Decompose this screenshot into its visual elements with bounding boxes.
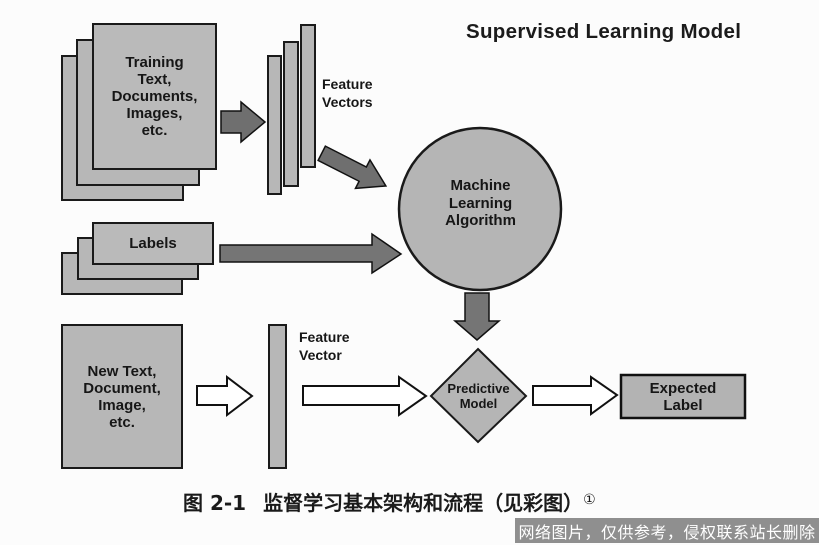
arrow-model-to-label bbox=[532, 375, 619, 416]
watermark-text: 网络图片，仅供参考，侵权联系站长删除 bbox=[518, 522, 816, 542]
labels-stack-label-text: Labels bbox=[129, 235, 177, 252]
arrow-vectors-to-algorithm bbox=[317, 145, 388, 190]
feature-vector-bar-left bbox=[267, 55, 282, 195]
predictive-model-label: Predictive Model bbox=[430, 370, 527, 422]
training-stack-page-front bbox=[92, 23, 217, 170]
ml-algorithm-label: Machine Learning Algorithm bbox=[445, 177, 516, 229]
new-input-label-text: New Text, Document, Image, etc. bbox=[83, 362, 161, 431]
labels-stack-label: Labels bbox=[93, 223, 213, 264]
feature-vector-bar-middle bbox=[283, 41, 299, 187]
figure-caption: 图 2-1 监督学习基本架构和流程（见彩图）① bbox=[183, 487, 596, 516]
expected-label-label-text: Expected Label bbox=[649, 379, 717, 414]
labels-stack-page-front bbox=[92, 222, 214, 265]
training-stack-label: Training Text, Documents, Images, etc. bbox=[93, 24, 216, 169]
arrow-labels-to-algorithm bbox=[219, 232, 403, 275]
watermark-bar: 网络图片，仅供参考，侵权联系站长删除 bbox=[515, 518, 819, 543]
footnote-mark: ① bbox=[583, 492, 596, 508]
predictive-model-diamond bbox=[429, 347, 528, 444]
arrow-algorithm-to-model bbox=[452, 292, 502, 341]
arrow-training-to-vectors bbox=[220, 100, 267, 144]
feature-vector-bar-right bbox=[300, 24, 316, 168]
diagram-title: Supervised Learning Model bbox=[466, 20, 742, 43]
arrow-vector-to-model bbox=[302, 375, 428, 417]
new-input-box bbox=[61, 324, 183, 469]
expected-label-box bbox=[619, 373, 747, 420]
arrow-input-to-vector bbox=[196, 374, 254, 418]
expected-label-label: Expected Label bbox=[621, 375, 745, 418]
feature-vector-label: Feature Vector bbox=[299, 329, 350, 363]
predictive-model-label-text: Predictive Model bbox=[447, 381, 510, 411]
ml-algorithm-circle bbox=[397, 126, 563, 292]
feature-vector-bar-single bbox=[268, 324, 287, 469]
figure-caption-text: 监督学习基本架构和流程（见彩图） bbox=[263, 491, 584, 515]
training-stack-label-text: Training Text, Documents, Images, etc. bbox=[111, 54, 198, 139]
figure-number: 图 2-1 bbox=[183, 491, 247, 515]
new-input-label: New Text, Document, Image, etc. bbox=[62, 325, 182, 468]
feature-vectors-label: Feature Vectors bbox=[322, 76, 373, 110]
